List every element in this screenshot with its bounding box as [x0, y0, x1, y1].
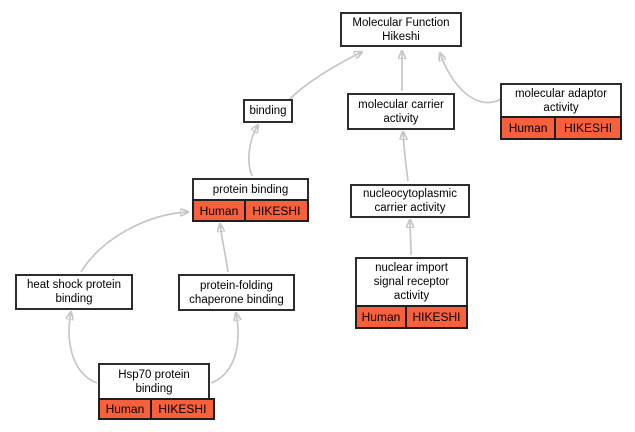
annotation-row: Human HIKESHI [192, 199, 309, 222]
annotation-species-human[interactable]: Human [98, 398, 152, 420]
annotation-gene-hikeshi[interactable]: HIKESHI [149, 398, 215, 420]
edge-hsp70-to-pfcb [210, 313, 238, 384]
edge-nca-to-mca [403, 132, 409, 182]
term-node-nucleocytoplasmic-carrier-activity[interactable]: nucleocytoplasmic carrier activity [350, 184, 470, 218]
term-node-hsp70-protein-binding[interactable]: Hsp70 protein binding Human HIKESHI [98, 363, 215, 420]
term-label[interactable]: Hsp70 protein binding [98, 363, 210, 400]
annotation-gene-hikeshi[interactable]: HIKESHI [554, 116, 622, 140]
term-node-molecular-function-hikeshi[interactable]: Molecular Function Hikeshi [340, 12, 462, 47]
term-label[interactable]: molecular adaptor activity [500, 83, 622, 118]
term-label[interactable]: protein-folding chaperone binding [178, 274, 295, 311]
term-node-molecular-carrier-activity[interactable]: molecular carrier activity [347, 93, 455, 130]
term-label[interactable]: nuclear import signal receptor activity [355, 257, 468, 307]
term-node-nuclear-import-signal-receptor-activity[interactable]: nuclear import signal receptor activity … [355, 257, 468, 329]
term-node-heat-shock-protein-binding[interactable]: heat shock protein binding [15, 274, 133, 310]
edge-nisra-to-nca [410, 220, 411, 256]
term-node-binding[interactable]: binding [243, 99, 293, 123]
annotation-species-human[interactable]: Human [500, 116, 557, 140]
term-node-protein-folding-chaperone-binding[interactable]: protein-folding chaperone binding [178, 274, 295, 311]
annotation-row: Human HIKESHI [500, 116, 622, 140]
term-node-protein-binding[interactable]: protein binding Human HIKESHI [192, 178, 309, 222]
term-label[interactable]: protein binding [192, 178, 309, 201]
term-label[interactable]: molecular carrier activity [347, 93, 455, 130]
annotation-row: Human HIKESHI [355, 305, 468, 329]
annotation-row: Human HIKESHI [98, 398, 215, 420]
edge-hspb-to-pb [80, 212, 188, 273]
term-label[interactable]: nucleocytoplasmic carrier activity [350, 184, 470, 218]
annotation-species-human[interactable]: Human [192, 199, 246, 222]
term-label[interactable]: Molecular Function Hikeshi [340, 12, 462, 47]
annotation-gene-hikeshi[interactable]: HIKESHI [404, 305, 468, 329]
edge-hsp70-to-hspb [69, 312, 98, 384]
edge-maa-to-mfh [440, 53, 502, 104]
term-label[interactable]: binding [243, 99, 293, 123]
term-node-molecular-adaptor-activity[interactable]: molecular adaptor activity Human HIKESHI [500, 83, 622, 140]
annotation-species-human[interactable]: Human [355, 305, 407, 329]
edge-binding-to-mfh [288, 52, 362, 101]
annotation-gene-hikeshi[interactable]: HIKESHI [243, 199, 309, 222]
term-label[interactable]: heat shock protein binding [15, 274, 133, 310]
edge-pfcb-to-pb [220, 224, 229, 273]
edge-pb-to-binding [248, 125, 258, 177]
